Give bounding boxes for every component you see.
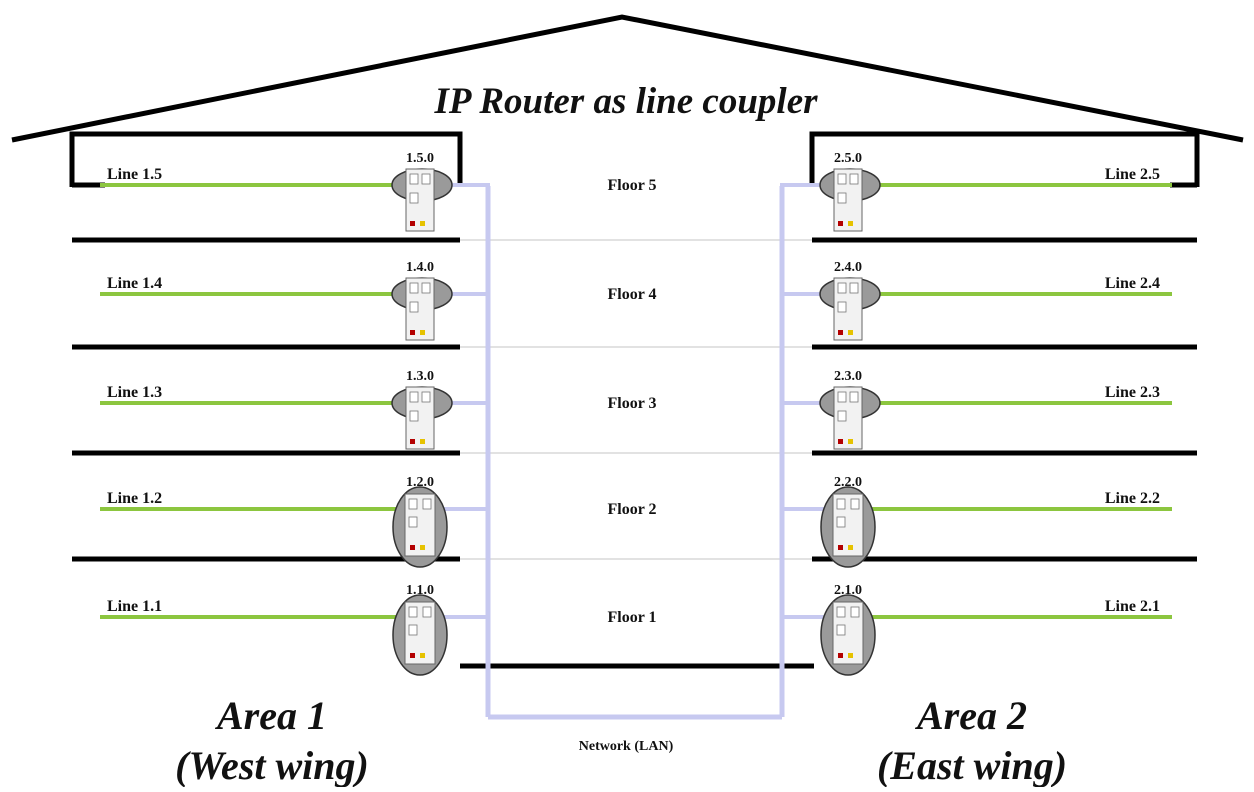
floor-label: Floor 5 bbox=[607, 177, 656, 194]
west-attic-frame bbox=[69, 131, 463, 187]
roof bbox=[11, 14, 1244, 143]
ip-router-device-icon bbox=[391, 277, 453, 341]
device-address-label: 1.5.0 bbox=[406, 151, 434, 166]
east-floor-slabs bbox=[812, 237, 1197, 562]
line-label: Line 1.5 bbox=[107, 166, 162, 183]
device-address-label: 2.5.0 bbox=[834, 151, 862, 166]
floor-label: Floor 2 bbox=[607, 501, 656, 518]
ip-router-device-icon bbox=[819, 168, 881, 232]
line-label: Line 1.1 bbox=[107, 598, 162, 615]
ip-router-device-icon bbox=[392, 486, 448, 568]
area-2-label: Area 2 bbox=[914, 693, 1027, 738]
device-address-label: 1.2.0 bbox=[406, 475, 434, 490]
area-1-label: Area 1 bbox=[214, 693, 327, 738]
ip-router-device-icon bbox=[820, 486, 876, 568]
west-wing-label: (West wing) bbox=[175, 743, 369, 787]
line-label: Line 2.1 bbox=[1105, 598, 1160, 615]
device-address-label: 2.4.0 bbox=[834, 260, 862, 275]
floor-label: Floor 3 bbox=[607, 395, 656, 412]
floor-label: Floor 4 bbox=[607, 286, 656, 303]
device-address-label: 1.4.0 bbox=[406, 260, 434, 275]
device-address-label: 1.3.0 bbox=[406, 369, 434, 384]
ip-router-device-icon bbox=[820, 594, 876, 676]
ip-router-device-icon bbox=[819, 386, 881, 450]
floor-label: Floor 1 bbox=[607, 609, 656, 626]
ip-router-device-icon bbox=[819, 277, 881, 341]
ip-router-device-icon bbox=[392, 594, 448, 676]
diagram-title: IP Router as line coupler bbox=[433, 81, 818, 122]
east-attic-frame bbox=[809, 131, 1200, 187]
center-floor-dividers bbox=[460, 239, 812, 560]
line-label: Line 1.2 bbox=[107, 490, 162, 507]
device-address-label: 2.1.0 bbox=[834, 583, 862, 598]
east-wing-label: (East wing) bbox=[877, 743, 1067, 787]
line-label: Line 2.5 bbox=[1105, 166, 1160, 183]
network-label: Network (LAN) bbox=[579, 739, 674, 754]
line-label: Line 2.4 bbox=[1105, 275, 1160, 292]
line-label: Line 1.3 bbox=[107, 384, 162, 401]
device-address-label: 2.2.0 bbox=[834, 475, 862, 490]
device-address-label: 1.1.0 bbox=[406, 583, 434, 598]
line-label: Line 2.3 bbox=[1105, 384, 1160, 401]
west-floor-slabs bbox=[72, 237, 460, 562]
device-address-label: 2.3.0 bbox=[834, 369, 862, 384]
line-label: Line 2.2 bbox=[1105, 490, 1160, 507]
line-label: Line 1.4 bbox=[107, 275, 162, 292]
lan-network bbox=[440, 183, 830, 720]
ip-router-device-icon bbox=[391, 386, 453, 450]
ip-router-device-icon bbox=[391, 168, 453, 232]
